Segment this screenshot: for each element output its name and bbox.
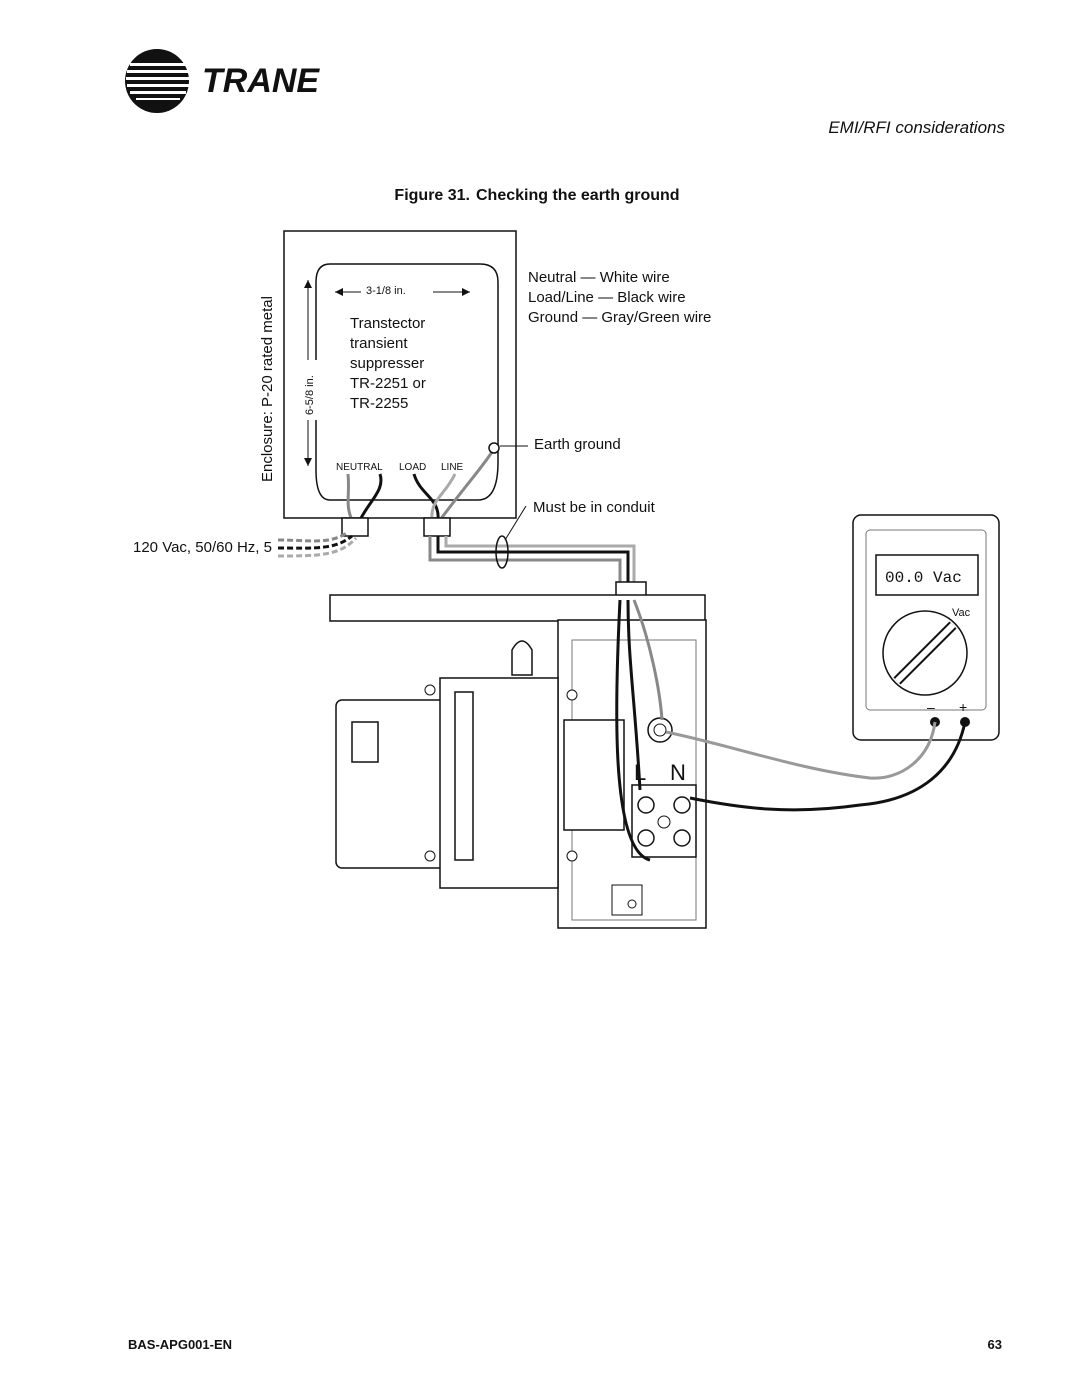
device-label-4: TR-2251 or [350, 375, 426, 392]
figure-title: Checking the earth ground [476, 187, 680, 204]
meter-lead-black [689, 721, 967, 812]
terminal-neutral-label: NEUTRAL [336, 462, 383, 473]
section-title: EMI/RFI considerations [828, 118, 1005, 137]
legend-load: Load/Line — Black wire [528, 289, 686, 306]
figure-number: Figure 31. [394, 187, 470, 204]
device-label-3: suppresser [350, 355, 424, 372]
conduit-label: Must be in conduit [533, 499, 656, 516]
terminal-line-label: LINE [441, 462, 464, 473]
meter-lead-gray [665, 721, 937, 780]
legend-neutral: Neutral — White wire [528, 269, 670, 286]
height-dimension: 6-5/8 in. [304, 375, 316, 415]
meter-plus: + [959, 699, 967, 715]
brand-wordmark: TRANE [202, 62, 320, 100]
footer-doc-id: BAS-APG001-EN [128, 1337, 233, 1352]
device-label-2: transient [350, 335, 408, 352]
earth-ground-label: Earth ground [534, 436, 621, 453]
terminal-load-label: LOAD [399, 462, 426, 473]
terminal-n-label: N [670, 760, 686, 785]
footer-page-number: 63 [987, 1337, 1002, 1352]
meter-range-label: Vac [952, 607, 971, 619]
trane-logo: TRANE [125, 49, 320, 113]
figure-caption: Figure 31. Checking the earth ground [0, 187, 1080, 205]
device-label-1: Transtector [350, 315, 425, 332]
meter-display [875, 554, 979, 596]
width-dimension: 3-1/8 in. [366, 285, 406, 297]
enclosure-box [283, 230, 517, 519]
enclosure-label: Enclosure: P-20 rated metal [259, 296, 276, 482]
earth-ground-screw [488, 442, 500, 454]
meter-reading: 00.0 Vac [885, 569, 962, 587]
meter-minus: – [927, 699, 935, 715]
legend-ground: Ground — Gray/Green wire [528, 309, 711, 326]
suppressor-device [315, 263, 499, 501]
panel-ground-lug [647, 717, 673, 743]
supply-label: 120 Vac, 50/60 Hz, 5 [133, 539, 272, 556]
device-label-5: TR-2255 [350, 395, 408, 412]
